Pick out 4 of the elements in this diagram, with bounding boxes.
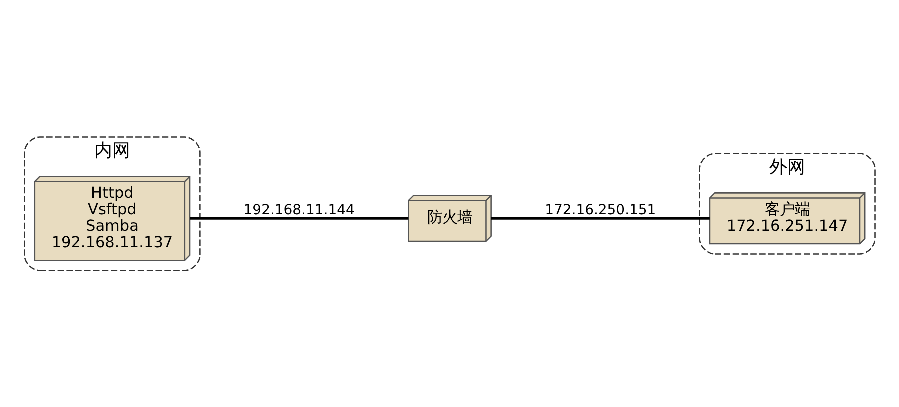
edge-label: 192.168.11.144 [243, 202, 354, 218]
edge-label: 172.16.250.151 [544, 202, 656, 218]
connector [190, 216, 408, 220]
connector [490, 216, 710, 220]
